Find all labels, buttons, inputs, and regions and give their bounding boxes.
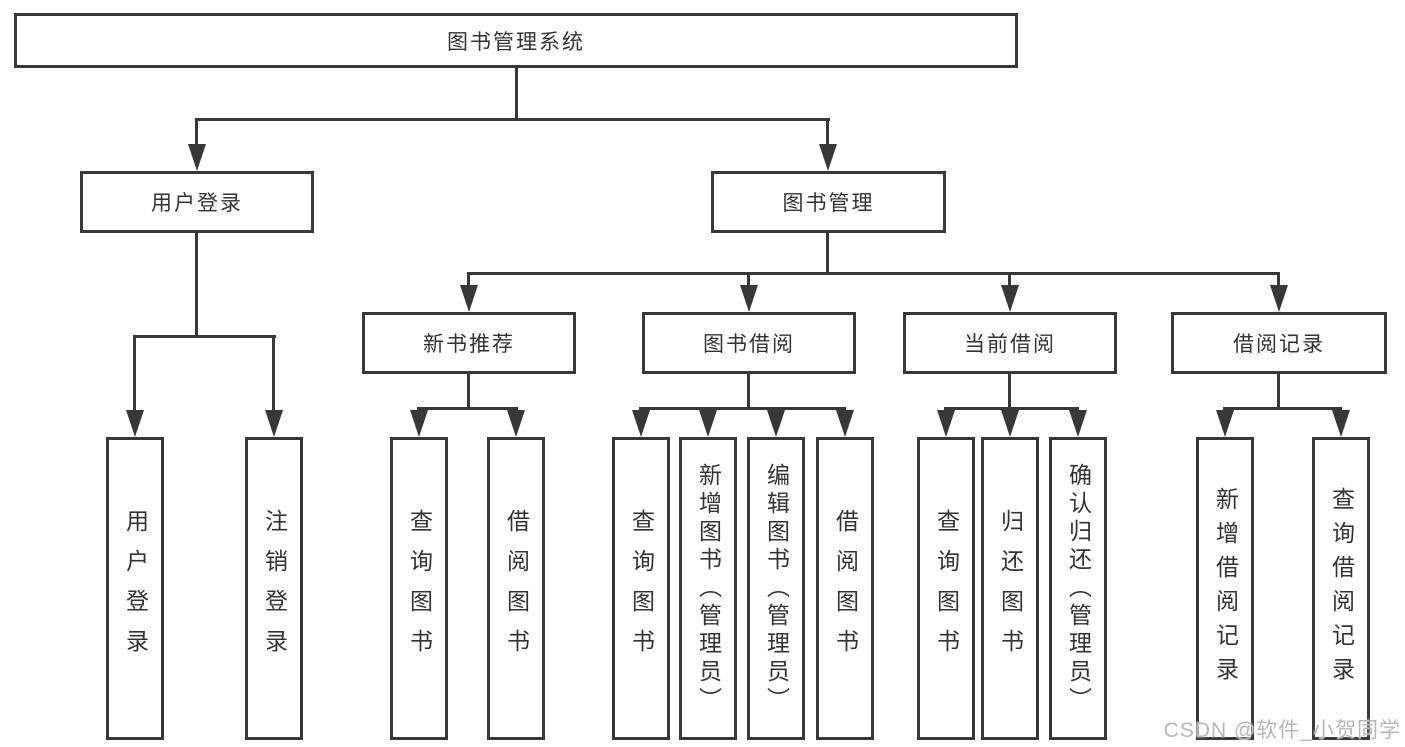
node-book-management-label: 图书管理 (782, 192, 875, 215)
leaf-add-borrow-record-label: 新增借阅记录 (1212, 486, 1239, 691)
arrowhead-down (632, 410, 650, 437)
leaf-query-book-2: 查询图书 (612, 437, 670, 740)
leaf-return-book-label: 归还图书 (997, 508, 1024, 669)
node-book-management: 图书管理 (711, 171, 946, 233)
leaf-logout: 注销登录 (245, 437, 303, 740)
arrowhead-down (937, 410, 955, 437)
node-book-borrow: 图书借阅 (642, 312, 856, 374)
arrowhead-down (836, 410, 854, 437)
node-library-system: 图书管理系统 (14, 13, 1018, 68)
connector-line-v (467, 374, 470, 409)
connector-line-v (195, 118, 198, 148)
connector-line-v (272, 335, 275, 412)
leaf-query-book-1-label: 查询图书 (406, 508, 433, 669)
leaf-confirm-return-admin: 确认归还（管理员） (1049, 437, 1107, 740)
arrowhead-down (460, 285, 478, 312)
arrowhead-down (188, 144, 206, 171)
leaf-query-book-3: 查询图书 (917, 437, 975, 740)
leaf-borrow-book-2: 借阅图书 (816, 437, 874, 740)
leaf-user-login: 用户登录 (106, 437, 164, 740)
leaf-query-borrow-record: 查询借阅记录 (1312, 437, 1370, 740)
connector-line-v (195, 233, 198, 337)
connector-line-h (418, 407, 518, 410)
arrowhead-down (1216, 410, 1234, 437)
arrowhead-down (507, 410, 525, 437)
connector-line-v (1008, 272, 1011, 288)
connector-line-v (133, 335, 136, 412)
leaf-borrow-book-1-label: 借阅图书 (503, 508, 530, 669)
arrowhead-down (1001, 285, 1019, 312)
connector-line-v (826, 233, 829, 274)
leaf-edit-book-admin-label: 编辑图书（管理员） (763, 462, 790, 715)
arrowhead-down (740, 285, 758, 312)
connector-line-v (1008, 374, 1011, 409)
leaf-add-book-admin: 新增图书（管理员） (679, 437, 737, 740)
leaf-borrow-book-2-label: 借阅图书 (832, 508, 859, 669)
connector-line-v (1277, 272, 1280, 288)
leaf-logout-label: 注销登录 (261, 508, 288, 669)
leaf-user-login-label: 用户登录 (122, 508, 149, 669)
leaf-return-book: 归还图书 (981, 437, 1039, 740)
connector-line-v (826, 118, 829, 148)
connector-line-h (1224, 407, 1342, 410)
leaf-add-book-admin-label: 新增图书（管理员） (695, 462, 722, 715)
connector-line-v (747, 272, 750, 288)
arrowhead-down (699, 410, 717, 437)
arrowhead-down (1069, 410, 1087, 437)
node-new-book-recommend: 新书推荐 (362, 312, 576, 374)
connector-line-h (134, 335, 276, 338)
node-borrow-record-label: 借阅记录 (1233, 333, 1325, 356)
watermark: CSDN @软件_小贺同学 (1163, 719, 1401, 742)
arrowhead-down (265, 410, 283, 437)
connector-line-v (747, 374, 750, 409)
connector-line-h (196, 118, 830, 121)
leaf-edit-book-admin: 编辑图书（管理员） (747, 437, 805, 740)
connector-line-h (640, 407, 846, 410)
arrowhead-down (1332, 410, 1350, 437)
node-library-system-label: 图书管理系统 (447, 30, 585, 54)
node-current-borrow: 当前借阅 (903, 312, 1117, 374)
node-user-login-label: 用户登录 (151, 192, 243, 215)
leaf-query-book-1: 查询图书 (390, 437, 448, 740)
connector-line-v (515, 68, 518, 121)
node-new-book-recommend-label: 新书推荐 (423, 333, 515, 356)
leaf-borrow-book-1: 借阅图书 (487, 437, 545, 740)
node-current-borrow-label: 当前借阅 (964, 333, 1056, 356)
leaf-query-book-2-label: 查询图书 (628, 508, 655, 669)
node-book-borrow-label: 图书借阅 (703, 333, 795, 356)
arrowhead-down (767, 410, 785, 437)
connector-line-v (467, 272, 470, 288)
node-borrow-record: 借阅记录 (1171, 312, 1387, 374)
connector-line-h (945, 407, 1079, 410)
arrowhead-down (126, 410, 144, 437)
arrowhead-down (819, 144, 837, 171)
connector-line-v (1277, 374, 1280, 409)
arrowhead-down (410, 410, 428, 437)
arrowhead-down (1270, 285, 1288, 312)
leaf-query-book-3-label: 查询图书 (933, 508, 960, 669)
arrowhead-down (1001, 410, 1019, 437)
node-user-login: 用户登录 (80, 171, 314, 233)
leaf-add-borrow-record: 新增借阅记录 (1196, 437, 1254, 740)
leaf-query-borrow-record-label: 查询借阅记录 (1328, 486, 1355, 691)
leaf-confirm-return-admin-label: 确认归还（管理员） (1065, 462, 1092, 715)
connector-line-h (468, 272, 1280, 275)
